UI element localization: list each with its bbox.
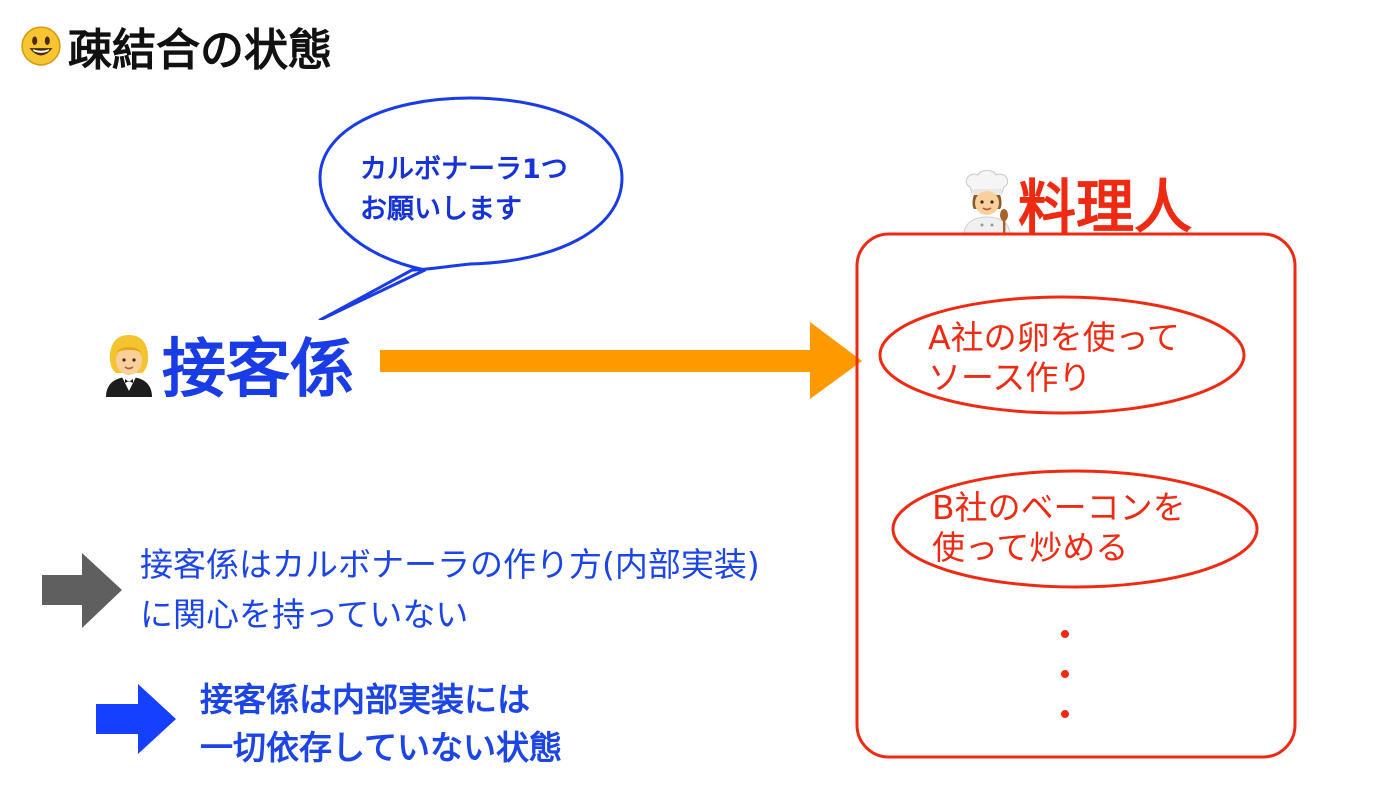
ellipsis-dot-1 xyxy=(1061,630,1069,638)
ellipsis-dot-2 xyxy=(1061,670,1069,678)
step-oval-1 xyxy=(878,295,1246,415)
note-line-1: 接客係はカルボナーラの作り方(内部実装) xyxy=(140,545,760,584)
blue-arrow-icon xyxy=(96,684,176,754)
note-text: 接客係はカルボナーラの作り方(内部実装) に関心を持っていない xyxy=(140,540,760,640)
speech-bubble xyxy=(318,96,624,320)
page-title: 疎結合の状態 xyxy=(20,14,332,78)
speech-line-2: お願いします xyxy=(360,194,522,225)
chef-step-1-line-1: A社の卵を使って xyxy=(928,318,1180,357)
conclusion-text: 接客係は内部実装には 一切依存していない状態 xyxy=(200,676,562,772)
waiter-person-icon xyxy=(106,335,152,397)
title-text: 疎結合の状態 xyxy=(68,25,332,76)
chef-label: 料理人 xyxy=(958,160,1192,244)
step-oval-2 xyxy=(891,469,1259,589)
note-line-2: に関心を持っていない xyxy=(140,595,469,634)
chef-step-1-line-2: ソース作り xyxy=(928,358,1092,397)
chef-step-2-line-2: 使って炒める xyxy=(932,528,1129,567)
request-arrow xyxy=(380,322,862,399)
request-arrow-head xyxy=(810,322,862,399)
chef-process-box xyxy=(855,232,1297,759)
waiter-text: 接客係 xyxy=(162,333,354,407)
speech-bubble-outline xyxy=(318,96,624,320)
chef-text: 料理人 xyxy=(1018,173,1193,241)
chef-step-2: B社のベーコンを 使って炒める xyxy=(932,488,1186,568)
conclusion-line-1: 接客係は内部実装には xyxy=(200,680,530,719)
speech-line-1: カルボナーラ1つ xyxy=(360,154,568,185)
chef-person-icon xyxy=(963,170,1011,235)
waiter-label: 接客係 xyxy=(100,318,354,410)
request-arrow-shaft xyxy=(380,350,810,372)
conclusion-line-2: 一切依存していない状態 xyxy=(200,728,563,767)
speech-bubble-text: カルボナーラ1つ お願いします xyxy=(360,150,620,230)
chef-step-1: A社の卵を使って ソース作り xyxy=(928,318,1180,398)
chef-step-2-line-1: B社のベーコンを xyxy=(932,488,1186,527)
chef-box-outline xyxy=(855,232,1297,759)
smiley-face-icon xyxy=(21,26,61,66)
ellipsis-dot-3 xyxy=(1061,710,1069,718)
gray-arrow-icon xyxy=(42,553,122,628)
